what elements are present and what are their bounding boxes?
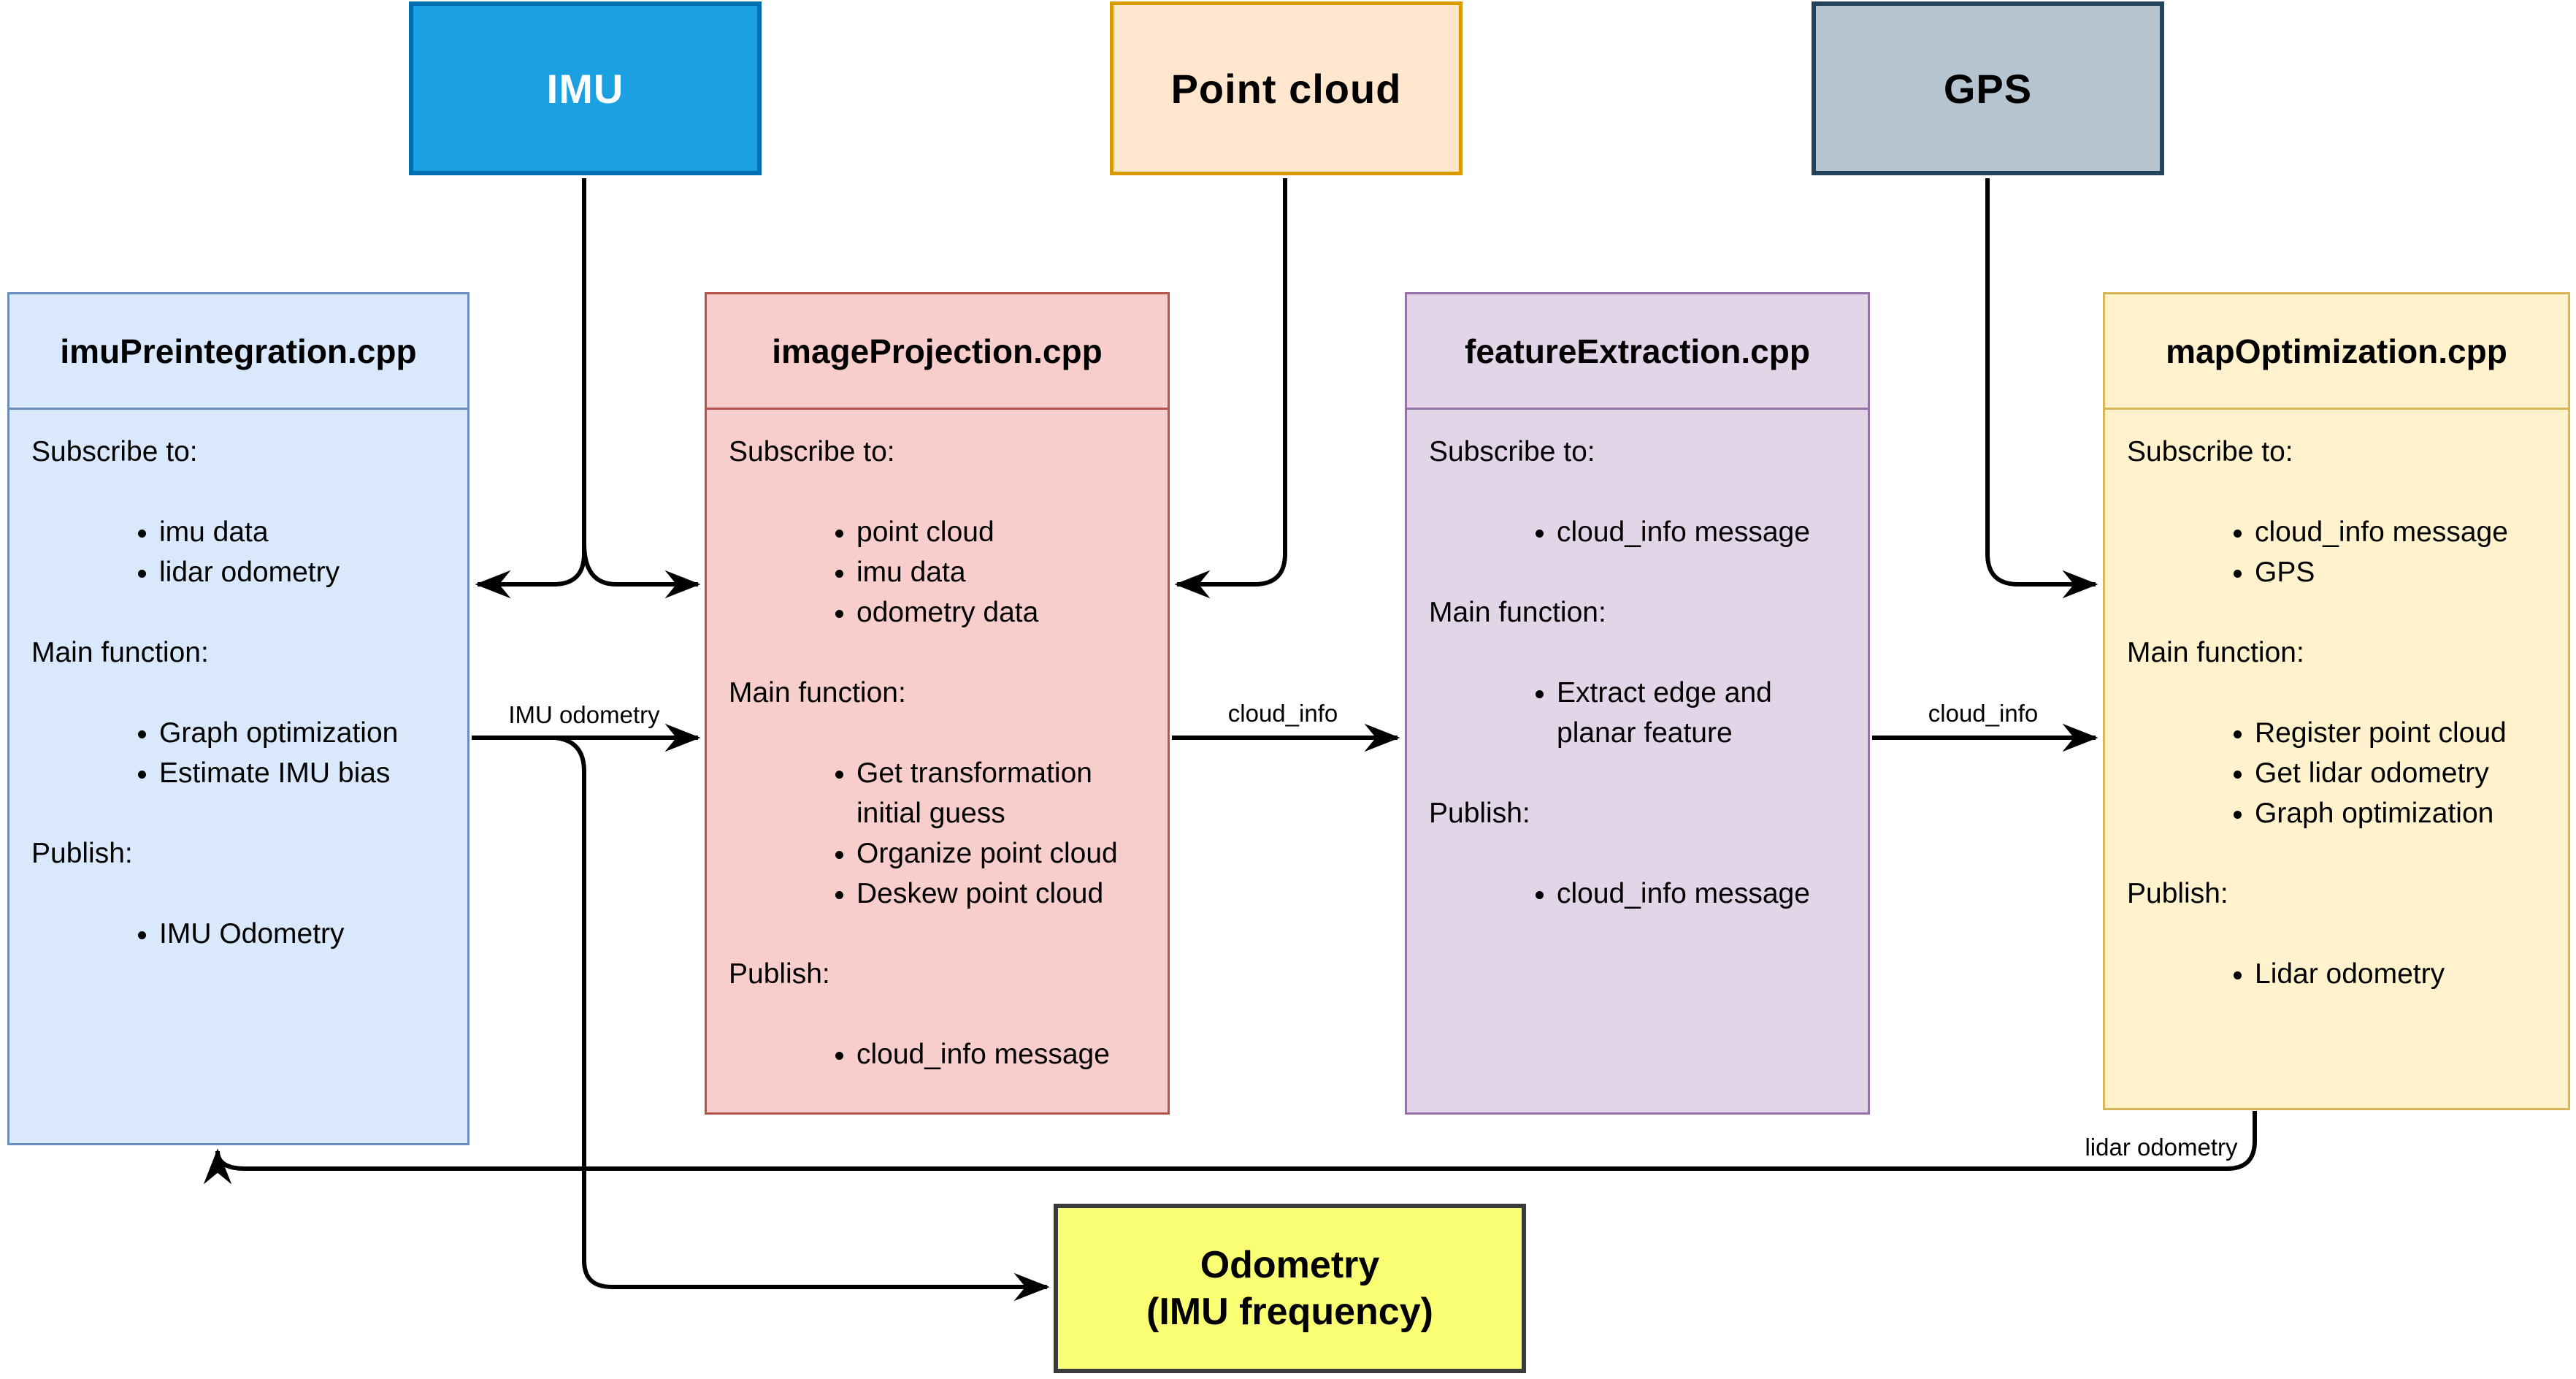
- bullet-list: IMU Odometry: [126, 914, 453, 954]
- module-feature-extraction: featureExtraction.cpp Subscribe to: clou…: [1405, 292, 1870, 1115]
- bullet-list: Lidar odometry: [2222, 954, 2553, 994]
- module-body: Subscribe to: imu data lidar odometry Ma…: [9, 410, 467, 954]
- module-title: featureExtraction.cpp: [1407, 294, 1868, 410]
- list-item: Estimate IMU bias: [159, 753, 453, 793]
- section-heading: Main function:: [31, 637, 209, 668]
- section-heading: Main function:: [2127, 637, 2304, 668]
- arrow-lidar-odometry-feedback: [203, 1111, 2257, 1185]
- source-label-gps: GPS: [1943, 65, 2033, 112]
- bullet-list: point cloud imu data odometry data: [824, 512, 1153, 633]
- list-item: Extract edge and planar feature: [1557, 673, 1853, 753]
- module-title: mapOptimization.cpp: [2105, 294, 2568, 410]
- bullet-list: cloud_info message GPS: [2222, 512, 2553, 592]
- source-box-gps: GPS: [1812, 1, 2164, 175]
- bullet-list: cloud_info message: [1524, 512, 1853, 552]
- bullet-list: Graph optimization Estimate IMU bias: [126, 713, 453, 793]
- output-label-line1: Odometry: [1200, 1244, 1380, 1286]
- module-map-optimization: mapOptimization.cpp Subscribe to: cloud_…: [2103, 292, 2570, 1110]
- section-heading: Publish:: [1429, 798, 1530, 829]
- arrow-imu-to-image-projection: [582, 543, 701, 599]
- source-box-point-cloud: Point cloud: [1110, 1, 1463, 175]
- list-item: IMU Odometry: [159, 914, 453, 954]
- list-item: cloud_info message: [1557, 512, 1853, 552]
- bullet-list: cloud_info message: [1524, 874, 1853, 914]
- source-box-imu: IMU: [409, 1, 762, 175]
- output-label-line2: (IMU frequency): [1146, 1291, 1433, 1333]
- list-item: Register point cloud: [2255, 713, 2553, 753]
- section-heading: Publish:: [2127, 878, 2228, 909]
- list-item: Graph optimization: [2255, 793, 2553, 833]
- source-label-point-cloud: Point cloud: [1170, 65, 1402, 112]
- bullet-list: cloud_info message: [824, 1034, 1153, 1074]
- list-item: GPS: [2255, 552, 2553, 592]
- module-body: Subscribe to: point cloud imu data odome…: [707, 410, 1168, 1074]
- section-heading: Subscribe to:: [1429, 436, 1595, 467]
- section-heading: Publish:: [729, 958, 830, 990]
- list-item: point cloud: [856, 512, 1153, 552]
- list-item: cloud_info message: [856, 1034, 1153, 1074]
- section-heading: Main function:: [729, 677, 906, 708]
- arrow-imu-to-imu-preintegration: [475, 178, 586, 599]
- bullet-list: Register point cloud Get lidar odometry …: [2222, 713, 2553, 833]
- edge-label-imu-odometry: IMU odometry: [508, 701, 660, 728]
- bullet-list: Get transformation initial guess Organiz…: [824, 753, 1153, 914]
- module-body: Subscribe to: cloud_info message GPS Mai…: [2105, 410, 2568, 994]
- list-item: Deskew point cloud: [856, 874, 1153, 914]
- module-body: Subscribe to: cloud_info message Main fu…: [1407, 410, 1868, 914]
- module-image-projection: imageProjection.cpp Subscribe to: point …: [705, 292, 1170, 1115]
- module-title: imageProjection.cpp: [707, 294, 1168, 410]
- section-heading: Subscribe to:: [729, 436, 895, 467]
- list-item: Graph optimization: [159, 713, 453, 753]
- list-item: cloud_info message: [2255, 512, 2553, 552]
- list-item: cloud_info message: [1557, 874, 1853, 914]
- edge-label-cloud-info-1: cloud_info: [1228, 700, 1338, 727]
- section-heading: Subscribe to:: [2127, 436, 2293, 467]
- list-item: imu data: [856, 552, 1153, 592]
- list-item: Organize point cloud: [856, 833, 1153, 874]
- section-heading: Main function:: [1429, 597, 1606, 628]
- list-item: lidar odometry: [159, 552, 453, 592]
- bullet-list: Extract edge and planar feature: [1524, 673, 1853, 753]
- source-label-imu: IMU: [546, 65, 624, 112]
- section-heading: Subscribe to:: [31, 436, 198, 467]
- edge-label-cloud-info-2: cloud_info: [1928, 700, 2038, 727]
- bullet-list: imu data lidar odometry: [126, 512, 453, 592]
- output-box-odometry: Odometry (IMU frequency): [1054, 1204, 1526, 1373]
- list-item: Get lidar odometry: [2255, 753, 2553, 793]
- section-heading: Publish:: [31, 838, 133, 869]
- list-item: imu data: [159, 512, 453, 552]
- list-item: Get transformation initial guess: [856, 753, 1153, 833]
- module-imu-preintegration: imuPreintegration.cpp Subscribe to: imu …: [7, 292, 469, 1145]
- list-item: odometry data: [856, 592, 1153, 633]
- arrow-point-cloud-to-image-projection: [1174, 178, 1287, 599]
- module-title: imuPreintegration.cpp: [9, 294, 467, 410]
- arrow-gps-to-map-optimization: [1985, 178, 2098, 599]
- list-item: Lidar odometry: [2255, 954, 2553, 994]
- edge-label-lidar-odometry: lidar odometry: [2085, 1134, 2238, 1161]
